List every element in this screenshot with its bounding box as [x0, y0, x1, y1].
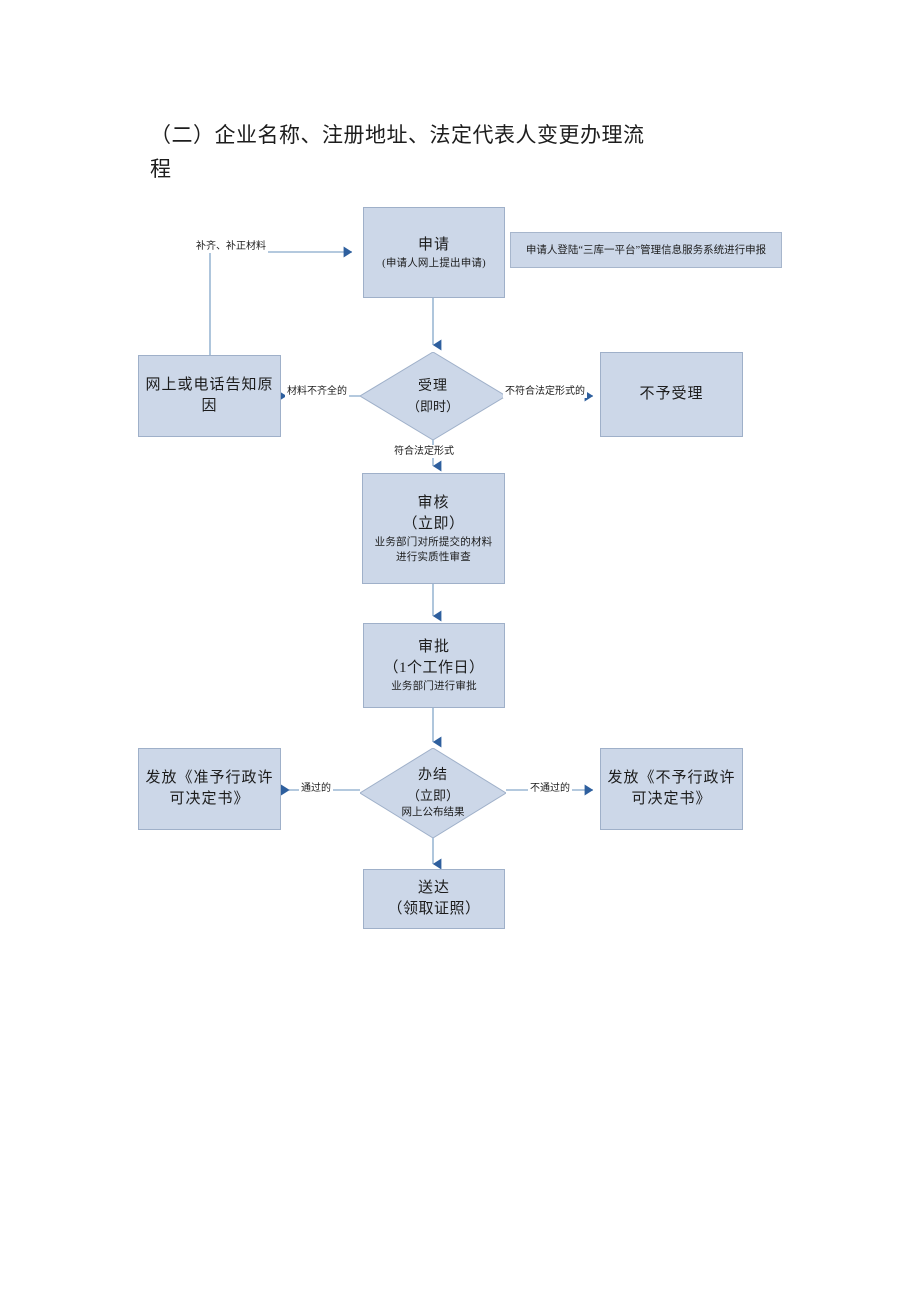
node-accept-subtitle: （即时） — [406, 398, 459, 414]
node-complete-subtitle: （立即） — [406, 788, 459, 803]
node-approve-detail: 业务部门进行审批 — [391, 681, 477, 692]
node-apply[interactable]: 申请 (申请人网上提出申请) — [363, 207, 505, 298]
node-complete-text: 办结 （立即） 网上公布结果 — [402, 766, 465, 820]
edge-label-legal-form: 符合法定形式 — [392, 445, 456, 458]
node-not-accept[interactable]: 不予受理 — [600, 352, 743, 437]
node-issue-permit[interactable]: 发放《准予行政许 可决定书》 — [138, 748, 281, 830]
node-deliver-title: 送达 — [417, 880, 450, 896]
page-title: （二）企业名称、注册地址、法定代表人变更办理流 程 — [150, 118, 750, 186]
diamond-shape — [360, 352, 506, 440]
edge-label-not-legal-form: 不符合法定形式的 — [503, 385, 587, 398]
node-issue-refusal-line-1: 发放《不予行政许 — [607, 770, 736, 786]
node-apply-title: 申请 — [417, 236, 450, 253]
node-notify-reason-line-1: 网上或电话告知原 — [145, 377, 274, 393]
diamond-shape — [360, 748, 506, 838]
node-review[interactable]: 审核 （立即） 业务部门对所提交的材料 进行实质性审查 — [362, 473, 505, 584]
edge-label-passed: 通过的 — [299, 782, 333, 795]
node-review-title: 审核 — [417, 494, 450, 511]
node-complete[interactable]: 办结 （立即） 网上公布结果 — [360, 748, 506, 838]
edge-label-supplement-materials: 补齐、补正材料 — [194, 240, 268, 253]
node-approve-subtitle: （1个工作日） — [383, 660, 485, 676]
node-accept-text: 受理 （即时） — [407, 377, 459, 416]
edge-notify-to-apply — [209, 246, 353, 355]
node-accept-title: 受理 — [417, 378, 448, 394]
node-issue-refusal-line-2: 可决定书》 — [631, 791, 712, 807]
node-notify-reason-line-2: 因 — [201, 398, 218, 414]
node-issue-permit-line-1: 发放《准予行政许 — [145, 770, 274, 786]
node-review-detail-2: 进行实质性审查 — [396, 551, 471, 563]
node-approve[interactable]: 审批 （1个工作日） 业务部门进行审批 — [363, 623, 505, 708]
node-complete-detail: 网上公布结果 — [401, 807, 465, 818]
node-not-accept-title: 不予受理 — [639, 386, 704, 402]
node-complete-title: 办结 — [418, 768, 448, 783]
node-notify-reason[interactable]: 网上或电话告知原 因 — [138, 355, 281, 437]
node-deliver[interactable]: 送达 （领取证照） — [363, 869, 505, 929]
page-title-line-1: （二）企业名称、注册地址、法定代表人变更办理流 — [150, 123, 645, 147]
node-approve-title: 审批 — [417, 639, 450, 655]
node-deliver-subtitle: （领取证照） — [387, 901, 481, 917]
node-issue-refusal[interactable]: 发放《不予行政许 可决定书》 — [600, 748, 743, 830]
node-apply-subtitle: (申请人网上提出申请) — [382, 257, 486, 269]
node-issue-permit-line-2: 可决定书》 — [169, 791, 250, 807]
node-accept[interactable]: 受理 （即时） — [360, 352, 506, 440]
node-review-subtitle: （立即） — [402, 515, 465, 532]
note-apply-system: 申请人登陆“三库一平台”管理信息服务系统进行申报 — [510, 232, 782, 268]
page-title-line-2: 程 — [150, 157, 172, 181]
edge-label-incomplete-materials: 材料不齐全的 — [285, 385, 349, 398]
edge-label-not-passed: 不通过的 — [528, 782, 572, 795]
node-review-detail-1: 业务部门对所提交的材料 — [374, 536, 493, 548]
